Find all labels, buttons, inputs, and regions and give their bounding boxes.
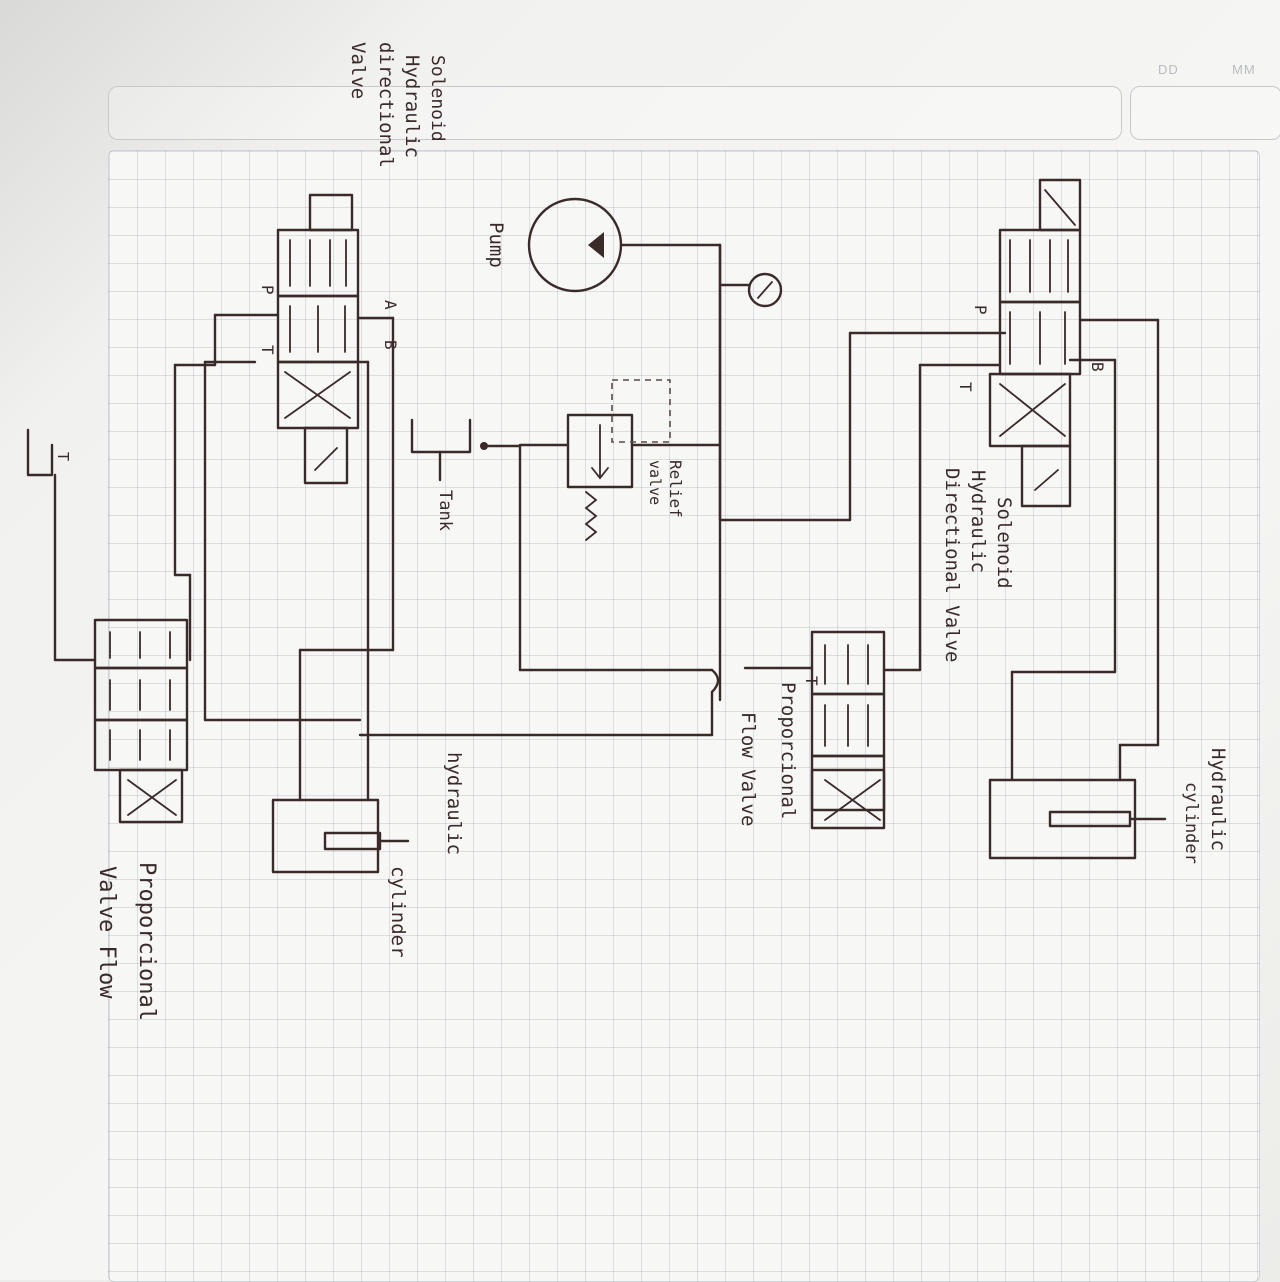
svg-text:T: T	[258, 345, 277, 355]
svg-text:T: T	[956, 382, 975, 392]
svg-text:Directional Valve: Directional Valve	[941, 468, 963, 662]
center-cylinder-label: hydraulic cylinder	[387, 752, 465, 958]
svg-text:A: A	[381, 300, 400, 310]
svg-text:Solenoid: Solenoid	[427, 55, 448, 142]
header-title-field	[108, 86, 1122, 140]
svg-text:B: B	[1088, 362, 1107, 372]
relief-valve-label: Relief valve	[646, 460, 685, 518]
svg-text:Valve Flow: Valve Flow	[94, 866, 119, 999]
svg-text:Hydraulic: Hydraulic	[967, 470, 989, 573]
left-valve-port-labels: A B P T	[258, 285, 400, 355]
tank-label: Tank	[435, 490, 455, 531]
right-hydraulic-cylinder	[988, 743, 1167, 860]
svg-text:Proporcional: Proporcional	[777, 682, 799, 819]
center-hydraulic-cylinder	[271, 798, 410, 874]
right-valve-port-labels: P T B	[956, 305, 1107, 392]
left-proportional-flow-valve	[26, 428, 189, 824]
date-label-mm: MM	[1232, 62, 1256, 77]
svg-text:P: P	[258, 285, 277, 295]
date-label-dd: DD	[1158, 62, 1179, 77]
right-valve-label: Solenoid Hydraulic Directional Valve	[941, 468, 1015, 662]
tank-symbol	[410, 418, 472, 482]
pressure-gauge-icon	[718, 243, 783, 522]
main-pressure-line	[718, 243, 1007, 702]
left-directional-valve	[173, 193, 395, 802]
svg-text:cylinder: cylinder	[387, 866, 409, 958]
left-valve-label: Solenoid Hydraulic directional Valve	[347, 42, 448, 168]
svg-text:Flow Valve: Flow Valve	[737, 712, 759, 826]
center-flow-valve-port-t: T	[802, 676, 821, 686]
svg-text:cylinder: cylinder	[1181, 782, 1201, 864]
svg-text:valve: valve	[646, 460, 664, 505]
center-proportional-flow-valve	[358, 630, 922, 830]
left-flow-valve-label: Proporcional Valve Flow	[94, 862, 159, 1021]
right-directional-valve	[918, 178, 1160, 782]
pump-symbol	[527, 197, 722, 293]
left-flow-valve-port-t: T	[54, 452, 72, 461]
svg-text:Hydraulic: Hydraulic	[401, 55, 423, 158]
svg-text:Solenoid: Solenoid	[993, 497, 1015, 589]
right-cylinder-label: Hydraulic cylinder	[1181, 748, 1229, 864]
relief-valve-symbol	[480, 379, 722, 737]
center-flow-valve-label: Proporcional Flow Valve	[737, 682, 799, 826]
svg-text:directional: directional	[375, 42, 397, 168]
svg-text:hydraulic: hydraulic	[443, 752, 465, 855]
svg-text:P: P	[971, 305, 990, 315]
svg-text:B: B	[381, 340, 400, 350]
svg-text:Hydraulic: Hydraulic	[1207, 748, 1229, 851]
header-date-field	[1130, 86, 1280, 140]
svg-text:Relief: Relief	[666, 460, 685, 518]
svg-text:Valve: Valve	[347, 42, 369, 99]
pump-label: Pump	[485, 222, 507, 268]
svg-text:Proporcional: Proporcional	[134, 862, 159, 1021]
